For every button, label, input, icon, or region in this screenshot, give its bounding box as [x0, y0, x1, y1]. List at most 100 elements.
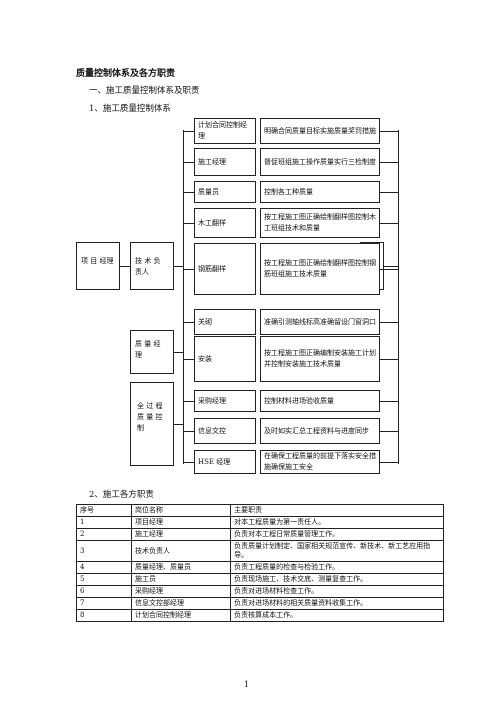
role-duty-box: 按工程施工图正确编制安装施工计划并控制安装施工技术质量: [260, 336, 380, 382]
connector: [380, 269, 398, 270]
role-name: 木工翻样: [198, 218, 226, 227]
table-cell: 1: [75, 516, 133, 529]
role-duty-box: 明确合同质量目标实施质量奖罚措施: [260, 118, 380, 144]
table-header-cell: 主要职责: [230, 504, 444, 517]
connector: [183, 322, 194, 323]
tech-lead-box: 技 术 负 责人: [130, 242, 174, 290]
section-heading: 一、施工质量控制体系及职责: [89, 86, 200, 96]
table-cell: 质量经理、质量员: [131, 561, 232, 574]
table-cell: 施工经理: [131, 528, 232, 541]
role-name-box: 计划合同控制经理: [194, 118, 256, 144]
connector: [183, 401, 194, 402]
table-cell: 计划合同控制经理: [131, 609, 232, 622]
subsection-heading-system: 1、施工质量控制体系: [89, 104, 171, 114]
connector: [174, 352, 183, 353]
connector: [183, 223, 194, 224]
table-cell: 技术负责人: [131, 540, 232, 562]
connector: [183, 462, 194, 463]
role-duty-box: 控制材料进场验收质量: [260, 390, 380, 412]
role-duty: 控制各工种质量: [264, 187, 313, 196]
table-cell: 负责质量计划制定、国家相关规范宣传、新技术、新工艺应用指导。: [230, 540, 444, 562]
connector: [183, 192, 194, 193]
table-cell: 负责对本工程日常质量管理工作。: [230, 528, 444, 541]
table-header-row: 序号岗位名称主要职责: [75, 504, 444, 517]
role-duty: 在确保工程质量的前提下落实安全措施确保施工安全: [264, 452, 376, 471]
role-name: 关砌: [198, 317, 212, 326]
role-duty: 按工程施工图正确绘制翻样图控制钢筋班组施工技术质量: [264, 259, 376, 278]
role-name-box: 信息文控: [194, 418, 256, 444]
role-duty: 明确合同质量目标实施质量奖罚措施: [264, 126, 376, 135]
table-header-cell: 序号: [75, 504, 133, 517]
role-name: HSE 经理: [198, 457, 231, 466]
connector: [174, 266, 183, 267]
table-cell: 采购经理: [131, 585, 232, 598]
connector: [380, 223, 398, 224]
table-cell: 施工员: [131, 573, 232, 586]
table-cell: 8: [75, 609, 133, 622]
table-cell: 负责工程质量的检查与检验工作。: [230, 561, 444, 574]
table-cell: 3: [75, 540, 133, 562]
role-duty: 督促班组施工操作质量实行三检制度: [264, 157, 376, 166]
role-duty: 及时如实汇总工程资料与进度同步: [264, 426, 369, 435]
role-duty: 按工程施工图正确编制安装施工计划并控制安装施工技术质量: [264, 349, 376, 368]
project-manager-box: 项 目 经理: [76, 242, 120, 290]
connector: [380, 162, 398, 163]
table-cell: 5: [75, 573, 133, 586]
connector: [120, 266, 130, 267]
quality-manager-box: 质 量 经 理: [130, 330, 174, 374]
connector: [380, 192, 398, 193]
full-process-control-box: 全 过 程 质 量 控 制: [130, 382, 174, 466]
connector: [384, 266, 398, 267]
role-name: 质量员: [198, 187, 219, 196]
table-cell: 7: [75, 597, 133, 610]
subsection-heading-duties: 2、施工各方职责: [89, 490, 154, 500]
connector: [380, 359, 398, 360]
role-name: 施工经理: [198, 157, 226, 166]
connector: [380, 322, 398, 323]
table-header-cell: 岗位名称: [131, 504, 232, 517]
connector: [183, 359, 194, 360]
role-duty-box: 及时如实汇总工程资料与进度同步: [260, 418, 380, 444]
role-name-box: 钢筋翻样: [194, 243, 256, 295]
table-cell: 负责核算成本工作。: [230, 609, 444, 622]
table-cell: 项目经理: [131, 516, 232, 529]
table-cell: 4: [75, 561, 133, 574]
connector: [174, 424, 183, 425]
role-name-box: HSE 经理: [194, 450, 256, 474]
full-process-control-label: 全 过 程 质 量 控 制: [137, 402, 163, 432]
project-manager-label: 项 目 经理: [81, 257, 114, 265]
connector: [183, 162, 194, 163]
connector: [183, 269, 194, 270]
table-cell: 2: [75, 528, 133, 541]
role-duty-box: 督促班组施工操作质量实行三检制度: [260, 148, 380, 176]
connector: [183, 131, 194, 132]
spine-right: [398, 130, 399, 464]
role-duty-box: 按工程施工图正确绘制翻样图控制木工班组技术和质量: [260, 208, 380, 238]
role-duty: 控制材料进场验收质量: [264, 396, 334, 405]
role-name: 信息文控: [198, 426, 226, 435]
role-name: 钢筋翻样: [198, 264, 226, 273]
role-name: 安装: [198, 354, 212, 363]
table-cell: 负责对进场材料的相关质量资料收集工作。: [230, 597, 444, 610]
role-name: 采购经理: [198, 396, 226, 405]
role-name-box: 采购经理: [194, 390, 256, 412]
table-cell: 对本工程质量为第一责任人。: [230, 516, 444, 529]
role-name-box: 安装: [194, 336, 256, 382]
role-name-box: 质量员: [194, 181, 256, 203]
role-name-box: 木工翻样: [194, 208, 256, 238]
spine-left: [183, 130, 184, 464]
role-name-box: 关砌: [194, 309, 256, 335]
role-duty-box: 按工程施工图正确绘制翻样图控制钢筋班组施工技术质量: [260, 243, 380, 295]
quality-manager-label: 质 量 经 理: [135, 340, 161, 359]
role-duty-box: 准确引测轴线标高准确留设门窗洞口: [260, 309, 380, 335]
document-title: 质量控制体系及各方职责: [76, 69, 176, 79]
connector: [183, 431, 194, 432]
